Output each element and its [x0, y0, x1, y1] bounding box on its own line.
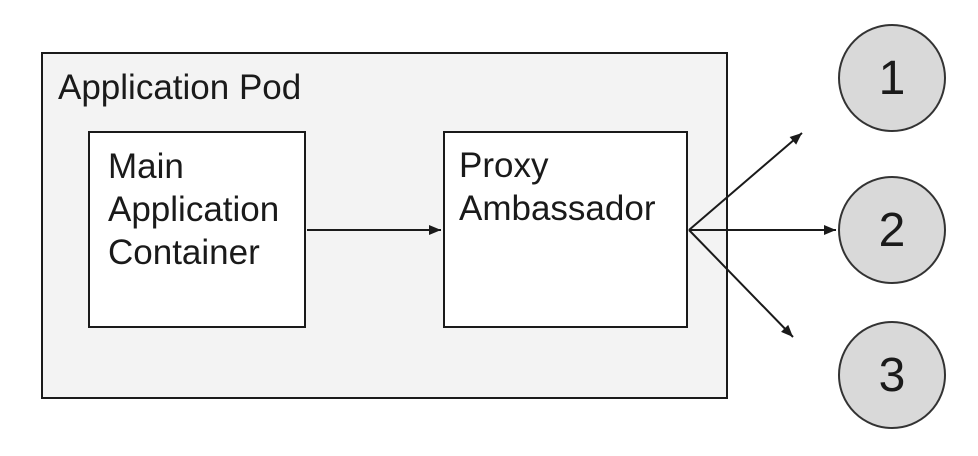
endpoint-circle-3-label: 3 — [878, 348, 906, 402]
proxy-ambassador-node: Proxy Ambassador — [443, 131, 688, 328]
main-application-container-label: Main Application Container — [108, 147, 280, 272]
endpoint-circle-3: 3 — [838, 321, 946, 429]
application-pod-label: Application Pod — [58, 68, 302, 107]
endpoint-circle-2-label: 2 — [878, 203, 906, 257]
endpoint-circle-1-label: 1 — [878, 51, 906, 105]
endpoint-circle-2: 2 — [838, 176, 946, 284]
proxy-ambassador-label: Proxy Ambassador — [459, 146, 656, 228]
endpoint-circle-1: 1 — [838, 24, 946, 132]
main-application-container-node: Main Application Container — [88, 131, 306, 328]
